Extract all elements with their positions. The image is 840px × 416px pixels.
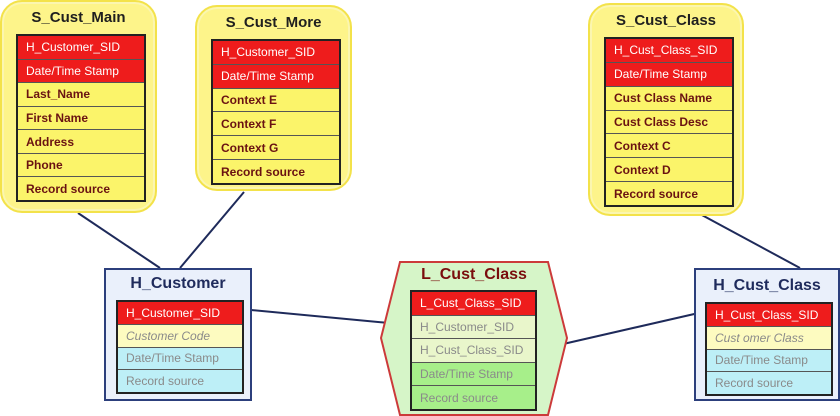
link-title: L_Cust_Class — [421, 266, 527, 283]
field-attribute: First Name — [18, 105, 144, 130]
hub-title: H_Cust_Class — [713, 277, 821, 294]
field-record-source: Record source — [213, 159, 339, 183]
field-hash-key: H_Cust_Class_SID — [707, 304, 831, 326]
field-hash-key: L_Cust_Class_SID — [412, 292, 535, 315]
field-business-key: Cust omer Class — [707, 325, 831, 349]
field-record-source: Record source — [118, 369, 242, 392]
field-attribute: Phone — [18, 152, 144, 177]
connector-s-cust-more-to-h-customer — [179, 191, 245, 269]
satellite-title: S_Cust_More — [225, 14, 322, 31]
field-list: H_Customer_SID Date/Time Stamp Last_Name… — [16, 34, 146, 202]
field-load-date: Date/Time Stamp — [606, 61, 732, 86]
link-l-cust-class[interactable]: L_Cust_Class L_Cust_Class_SID H_Customer… — [380, 261, 568, 416]
field-list: H_Cust_Class_SID Date/Time Stamp Cust Cl… — [604, 37, 734, 207]
field-hash-key: H_Customer_SID — [213, 41, 339, 64]
connector-s-cust-class-to-h-cust-class — [699, 213, 801, 269]
satellite-title: S_Cust_Main — [31, 9, 126, 26]
field-load-date: Date/Time Stamp — [118, 346, 242, 370]
connector-s-cust-main-to-h-customer — [77, 212, 161, 269]
satellite-s-cust-class[interactable]: S_Cust_Class H_Cust_Class_SID Date/Time … — [588, 3, 744, 216]
field-load-date: Date/Time Stamp — [412, 361, 535, 386]
field-attribute: Cust Class Desc — [606, 109, 732, 134]
satellite-s-cust-more[interactable]: S_Cust_More H_Customer_SID Date/Time Sta… — [195, 5, 352, 191]
field-attribute: Context C — [606, 133, 732, 158]
field-attribute: Context F — [213, 111, 339, 136]
satellite-title: S_Cust_Class — [615, 12, 717, 29]
field-load-date: Date/Time Stamp — [18, 58, 144, 83]
field-attribute: Last_Name — [18, 82, 144, 106]
hub-h-cust-class[interactable]: H_Cust_Class H_Cust_Class_SID Cust omer … — [694, 268, 840, 401]
field-record-source: Record source — [707, 371, 831, 394]
field-attribute: Context E — [213, 87, 339, 112]
field-business-key: Customer Code — [118, 323, 242, 347]
field-record-source: Record source — [412, 385, 535, 409]
field-attribute: Context D — [606, 157, 732, 182]
field-record-source: Record source — [18, 176, 144, 201]
field-load-date: Date/Time Stamp — [213, 63, 339, 88]
field-hash-key: H_Customer_SID — [118, 302, 242, 324]
field-list: H_Customer_SID Customer Code Date/Time S… — [116, 300, 244, 394]
field-hash-key: H_Customer_SID — [18, 36, 144, 59]
field-list: H_Cust_Class_SID Cust omer Class Date/Ti… — [705, 302, 833, 396]
hub-h-customer[interactable]: H_Customer H_Customer_SID Customer Code … — [104, 268, 252, 401]
field-attribute: Address — [18, 129, 144, 153]
field-list: H_Customer_SID Date/Time Stamp Context E… — [211, 39, 341, 185]
field-foreign-key: H_Cust_Class_SID — [412, 338, 535, 362]
field-attribute: Cust Class Name — [606, 85, 732, 110]
connector-h-customer-to-l-cust-class — [250, 309, 411, 326]
field-load-date: Date/Time Stamp — [707, 348, 831, 372]
field-attribute: Context G — [213, 135, 339, 160]
satellite-s-cust-main[interactable]: S_Cust_Main H_Customer_SID Date/Time Sta… — [0, 0, 157, 213]
field-list: L_Cust_Class_SID H_Customer_SID H_Cust_C… — [410, 290, 537, 411]
field-foreign-key: H_Customer_SID — [412, 314, 535, 339]
field-record-source: Record source — [606, 181, 732, 206]
hub-title: H_Customer — [130, 275, 226, 292]
field-hash-key: H_Cust_Class_SID — [606, 39, 732, 62]
